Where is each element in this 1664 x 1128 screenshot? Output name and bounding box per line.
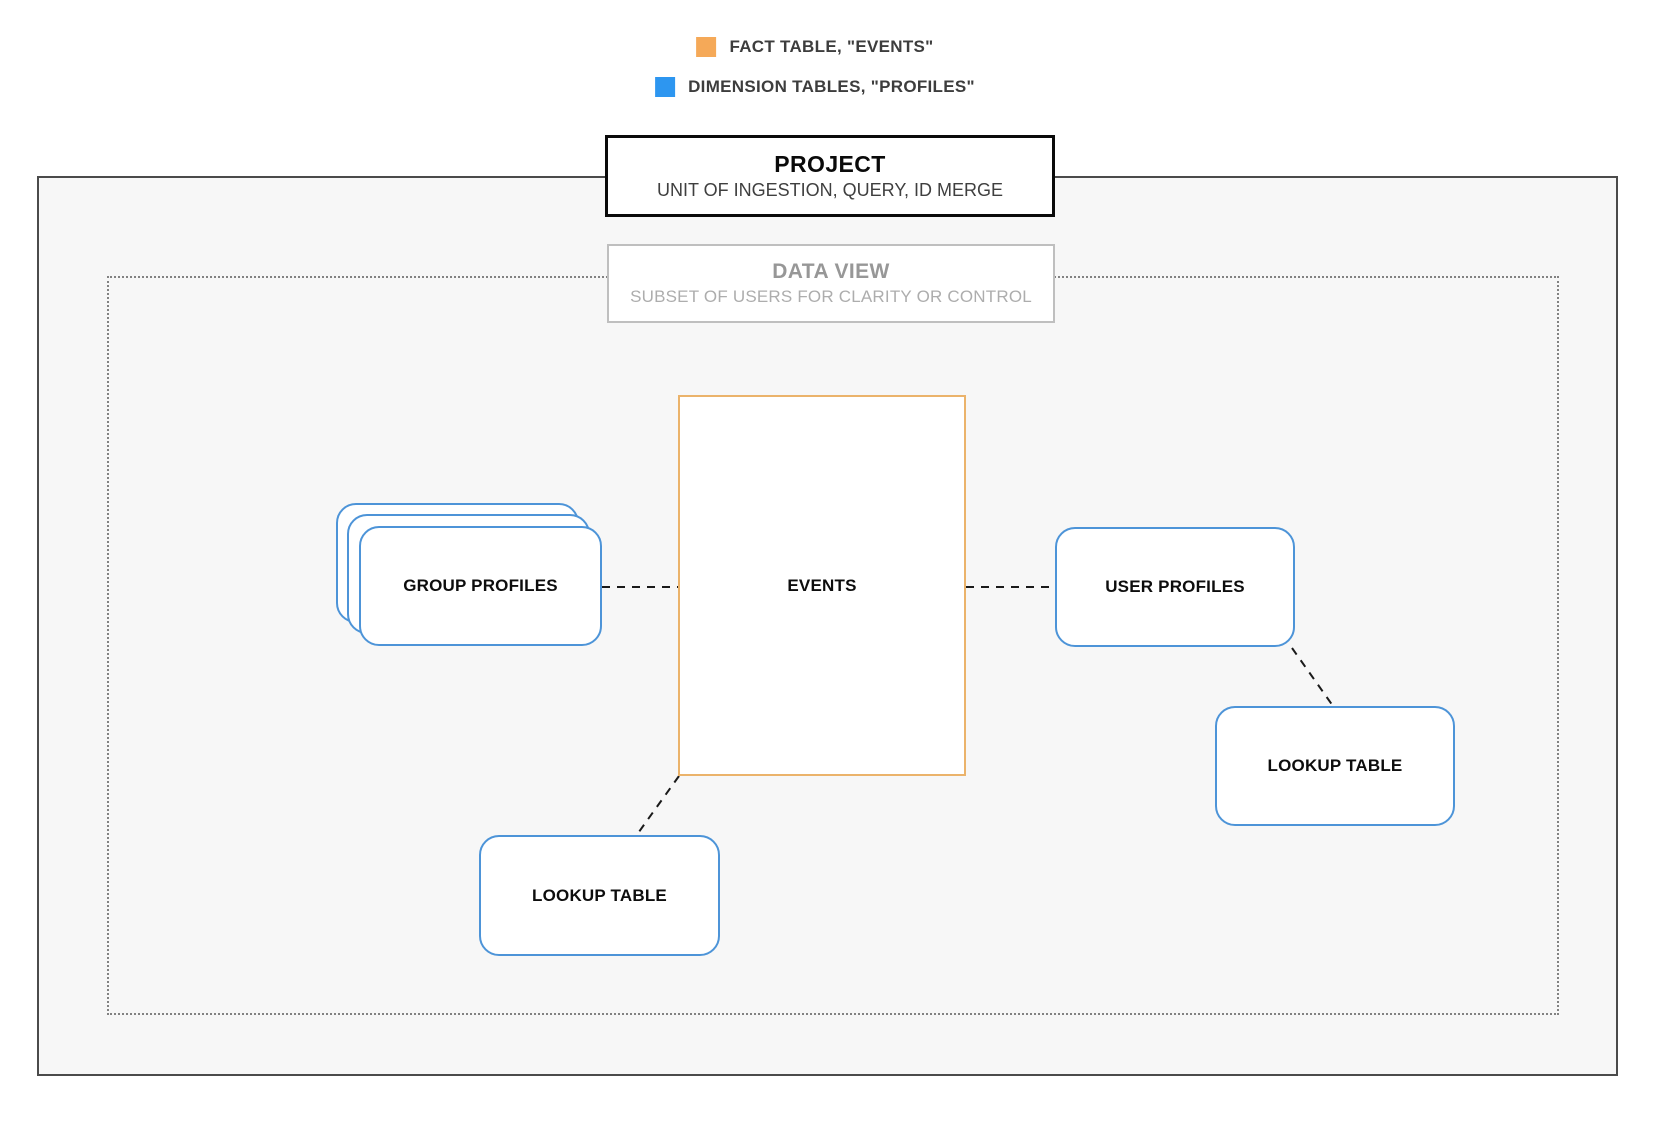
data-view-title: DATA VIEW [772, 260, 890, 283]
node-group-profiles: GROUP PROFILES [336, 503, 602, 646]
project-title: PROJECT [774, 151, 886, 177]
fact-table-color-swatch-icon [696, 36, 717, 57]
node-user-profiles-label: USER PROFILES [1105, 577, 1245, 596]
node-lookup-table-right-label: LOOKUP TABLE [1267, 756, 1403, 775]
dimension-tables-color-swatch-icon [655, 76, 676, 97]
node-events-label: EVENTS [787, 575, 857, 595]
legend-label-fact-table: FACT TABLE, "EVENTS" [729, 36, 934, 56]
data-view-plate: DATA VIEW SUBSET OF USERS FOR CLARITY OR… [607, 244, 1055, 323]
group-profiles-stack-front: GROUP PROFILES [359, 526, 602, 646]
node-events: EVENTS [678, 395, 966, 776]
project-plate: PROJECT UNIT OF INGESTION, QUERY, ID MER… [605, 135, 1055, 217]
data-view-subtitle: SUBSET OF USERS FOR CLARITY OR CONTROL [630, 287, 1032, 306]
legend: FACT TABLE, "EVENTS" DIMENSION TABLES, "… [655, 36, 975, 116]
node-lookup-table-right: LOOKUP TABLE [1215, 706, 1455, 826]
legend-label-dimension-tables: DIMENSION TABLES, "PROFILES" [688, 76, 975, 96]
node-lookup-table-bottom-label: LOOKUP TABLE [532, 885, 667, 905]
node-group-profiles-label: GROUP PROFILES [403, 576, 558, 595]
legend-item-dimension-tables: DIMENSION TABLES, "PROFILES" [655, 76, 975, 97]
legend-item-fact-table: FACT TABLE, "EVENTS" [696, 36, 933, 57]
node-user-profiles: USER PROFILES [1055, 527, 1295, 647]
node-lookup-table-bottom: LOOKUP TABLE [479, 835, 720, 956]
project-subtitle: UNIT OF INGESTION, QUERY, ID MERGE [656, 180, 1004, 200]
